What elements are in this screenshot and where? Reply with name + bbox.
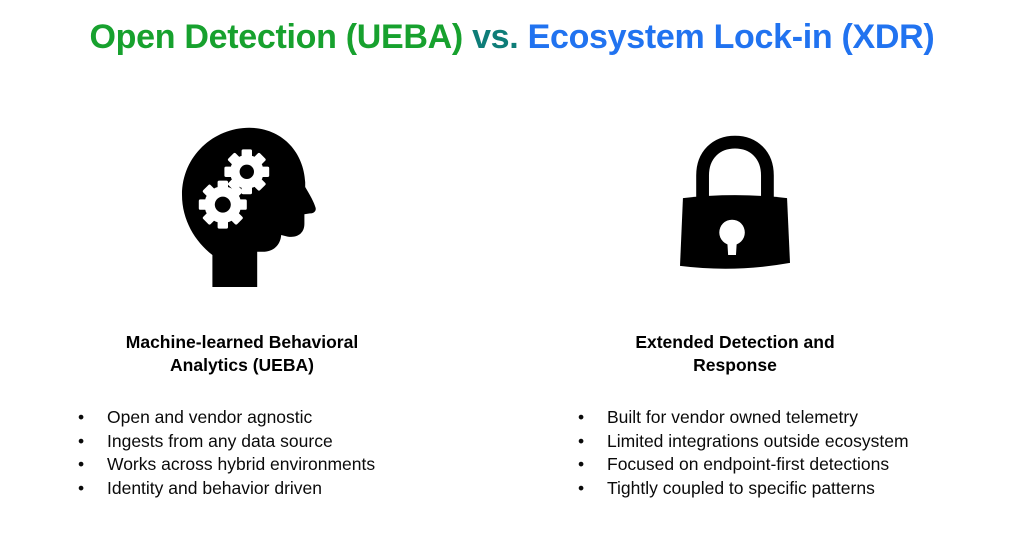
bullet-item: • Open and vendor agnostic [78,406,454,430]
xdr-heading: Extended Detection and Response [528,331,942,377]
bullet-item: • Tightly coupled to specific patterns [578,477,942,501]
xdr-bullet-list: • Built for vendor owned telemetry • Limit… [578,406,942,501]
xdr-heading-line2: Response [693,355,777,375]
bullet-dot: • [78,407,85,427]
bullet-dot: • [578,454,585,475]
bullet-text: Identity and behavior driven [107,478,322,499]
bullet-text: Open and vendor agnostic [107,407,313,427]
bullet-dot: • [78,478,85,499]
bullet-item: • Identity and behavior driven [78,477,454,501]
bullet-text: Tightly coupled to specific patterns [607,478,875,499]
ueba-heading: Machine-learned Behavioral Analytics (UE… [30,331,454,377]
bullet-text: Works across hybrid environments [107,454,376,475]
bullet-dot: • [78,454,85,475]
bullet-item: • Limited integrations outside ecosystem [578,430,942,454]
bullet-text: Built for vendor owned telemetry [607,407,858,427]
padlock-icon [528,110,942,295]
bullet-text: Limited integrations outside ecosystem [607,430,909,451]
padlock-svg [680,135,790,269]
ueba-heading-line2: Analytics (UEBA) [170,355,314,375]
ueba-heading-line1: Machine-learned Behavioral [125,332,359,352]
bullet-text: Focused on endpoint-first detections [607,454,890,475]
bullet-dot: • [578,430,585,451]
bullet-dot: • [578,407,585,427]
bullet-dot: • [578,478,585,499]
head-gears-svg [182,127,316,287]
ueba-bullet-list: • Open and vendor agnostic • Ingests from … [78,406,454,501]
bullet-dot: • [78,430,85,451]
bullet-item: • Works across hybrid environments [78,453,454,477]
bullet-item: • Built for vendor owned telemetry [578,406,942,430]
xdr-column: Extended Detection and Response • Built f… [528,110,942,501]
title-ueba-segment: Open Detection (UEBA) [89,18,464,56]
xdr-heading-line1: Extended Detection and [635,332,835,352]
title-xdr-segment: Ecosystem Lock-in (XDR) [527,18,935,56]
head-gears-icon [30,110,454,295]
bullet-item: • Focused on endpoint-first detections [578,453,942,477]
bullet-item: • Ingests from any data source [78,430,454,454]
title-vs-separator: vs. [462,18,528,56]
ueba-column: Machine-learned Behavioral Analytics (UE… [30,110,454,501]
bullet-text: Ingests from any data source [107,430,333,451]
page-title: Open Detection (UEBA) vs. Ecosystem Lock… [0,17,1024,57]
